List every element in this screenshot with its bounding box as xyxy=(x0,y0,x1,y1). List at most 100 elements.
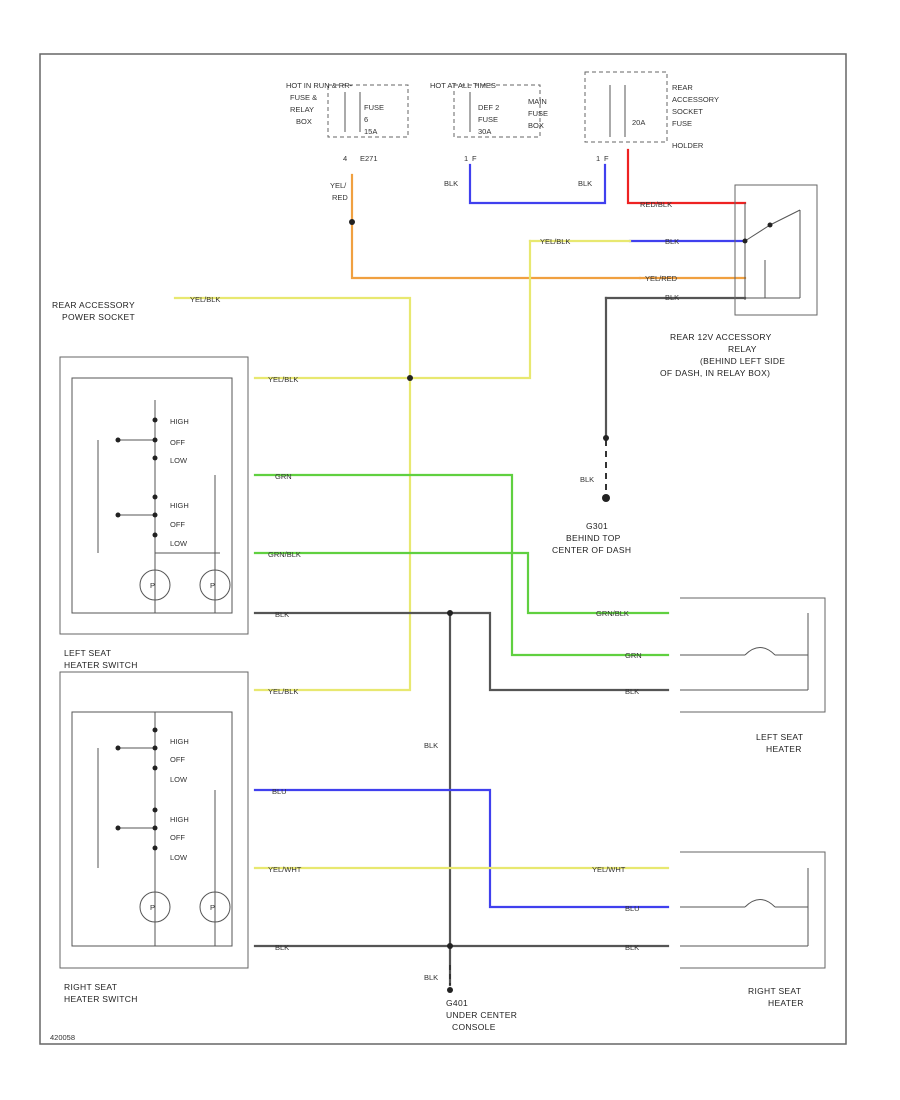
diagram-frame xyxy=(39,53,847,1045)
svg-text:LEFT SEAT: LEFT SEAT xyxy=(756,732,803,742)
svg-text:RELAY: RELAY xyxy=(290,105,314,114)
svg-text:LOW: LOW xyxy=(170,853,188,862)
svg-text:FUSE: FUSE xyxy=(528,109,548,118)
svg-text:OFF: OFF xyxy=(170,520,185,529)
svg-text:REAR: REAR xyxy=(672,83,693,92)
fuse-holder-right: 20A REAR ACCESSORY SOCKET FUSE HOLDER 1 … xyxy=(584,71,719,163)
svg-text:HEATER SWITCH: HEATER SWITCH xyxy=(64,660,138,670)
svg-text:GRN: GRN xyxy=(275,472,292,481)
svg-text:FUSE: FUSE xyxy=(478,115,498,124)
svg-text:HEATER: HEATER xyxy=(766,744,802,754)
svg-text:1: 1 xyxy=(464,154,468,163)
right-seat-heater: RIGHT SEAT HEATER xyxy=(680,851,826,1008)
svg-text:LOW: LOW xyxy=(170,456,188,465)
fuse-box-left: HOT IN RUN & RR- FUSE & RELAY BOX FUSE 6… xyxy=(286,81,409,163)
accessory-relay: REAR 12V ACCESSORY RELAY (BEHIND LEFT SI… xyxy=(660,184,818,378)
svg-text:UNDER CENTER: UNDER CENTER xyxy=(446,1010,517,1020)
svg-text:OFF: OFF xyxy=(170,438,185,447)
svg-text:YEL/: YEL/ xyxy=(330,181,347,190)
svg-text:P: P xyxy=(210,581,215,590)
svg-text:SOCKET: SOCKET xyxy=(672,107,703,116)
svg-text:BLK: BLK xyxy=(424,741,438,750)
svg-text:1: 1 xyxy=(596,154,600,163)
svg-text:6: 6 xyxy=(364,115,368,124)
wire-blu-right xyxy=(253,788,670,909)
ground-g301-icon xyxy=(602,494,610,502)
svg-text:E271: E271 xyxy=(360,154,378,163)
svg-text:OFF: OFF xyxy=(170,833,185,842)
svg-text:BLK: BLK xyxy=(275,943,289,952)
svg-text:20A: 20A xyxy=(632,118,645,127)
hot-at-all-times-label: HOT AT ALL TIMES xyxy=(430,81,496,90)
fuse-box-middle: HOT AT ALL TIMES DEF 2 FUSE 30A MAIN FUS… xyxy=(430,81,548,163)
wire-red-top xyxy=(626,148,747,205)
svg-text:15A: 15A xyxy=(364,127,377,136)
hot-in-run-label: HOT IN RUN & RR- xyxy=(286,81,353,90)
svg-text:YEL/BLK: YEL/BLK xyxy=(190,295,220,304)
svg-text:G401: G401 xyxy=(446,998,468,1008)
svg-text:LOW: LOW xyxy=(170,539,188,548)
svg-text:RED/BLK: RED/BLK xyxy=(640,200,672,209)
svg-text:HEATER SWITCH: HEATER SWITCH xyxy=(64,994,138,1004)
svg-text:4: 4 xyxy=(343,154,347,163)
svg-text:BLK: BLK xyxy=(665,293,679,302)
svg-text:30A: 30A xyxy=(478,127,491,136)
svg-text:OFF: OFF xyxy=(170,755,185,764)
svg-text:RIGHT SEAT: RIGHT SEAT xyxy=(748,986,801,996)
svg-text:YEL/BLK: YEL/BLK xyxy=(268,375,298,384)
svg-text:RED: RED xyxy=(332,193,348,202)
svg-text:HEATER: HEATER xyxy=(768,998,804,1008)
svg-text:GRN/BLK: GRN/BLK xyxy=(596,609,629,618)
svg-text:YEL/BLK: YEL/BLK xyxy=(540,237,570,246)
svg-text:BLU: BLU xyxy=(272,787,287,796)
svg-text:420058: 420058 xyxy=(50,1033,75,1042)
svg-text:P: P xyxy=(150,903,155,912)
svg-text:YEL/WHT: YEL/WHT xyxy=(592,865,626,874)
svg-text:BLK: BLK xyxy=(625,687,639,696)
svg-text:CENTER OF DASH: CENTER OF DASH xyxy=(552,545,631,555)
svg-text:DEF 2: DEF 2 xyxy=(478,103,499,112)
svg-text:HIGH: HIGH xyxy=(170,815,189,824)
svg-text:BLK: BLK xyxy=(625,943,639,952)
svg-text:POWER SOCKET: POWER SOCKET xyxy=(62,312,135,322)
wire-yel-red xyxy=(350,173,642,280)
svg-text:HOLDER: HOLDER xyxy=(672,141,704,150)
svg-text:GRN: GRN xyxy=(625,651,642,660)
svg-text:HIGH: HIGH xyxy=(170,501,189,510)
svg-text:HIGH: HIGH xyxy=(170,417,189,426)
svg-text:HIGH: HIGH xyxy=(170,737,189,746)
wire-blu-top xyxy=(468,163,607,205)
wire-yel-blk-socket xyxy=(173,296,412,692)
svg-text:FUSE &: FUSE & xyxy=(290,93,317,102)
svg-text:BLK: BLK xyxy=(578,179,592,188)
svg-text:OF DASH, IN RELAY BOX): OF DASH, IN RELAY BOX) xyxy=(660,368,770,378)
svg-text:RIGHT SEAT: RIGHT SEAT xyxy=(64,982,117,992)
svg-text:REAR ACCESSORY: REAR ACCESSORY xyxy=(52,300,135,310)
svg-text:YEL/BLK: YEL/BLK xyxy=(268,687,298,696)
svg-text:FUSE: FUSE xyxy=(364,103,384,112)
svg-text:BOX: BOX xyxy=(528,121,544,130)
svg-text:F: F xyxy=(472,154,477,163)
svg-text:CONSOLE: CONSOLE xyxy=(452,1022,496,1032)
svg-text:P: P xyxy=(210,903,215,912)
wire-yel-blk-switch xyxy=(253,239,532,380)
svg-text:BEHIND TOP: BEHIND TOP xyxy=(566,533,621,543)
wire-blk-left-switch xyxy=(253,611,670,692)
svg-text:YEL/RED: YEL/RED xyxy=(645,274,678,283)
svg-text:BLK: BLK xyxy=(275,610,289,619)
svg-text:LOW: LOW xyxy=(170,775,188,784)
left-seat-heater: LEFT SEAT HEATER xyxy=(680,597,826,754)
svg-text:BLK: BLK xyxy=(424,973,438,982)
svg-text:RELAY: RELAY xyxy=(728,344,757,354)
svg-text:BOX: BOX xyxy=(296,117,312,126)
svg-text:ACCESSORY: ACCESSORY xyxy=(672,95,719,104)
svg-text:YEL/WHT: YEL/WHT xyxy=(268,865,302,874)
svg-text:MAIN: MAIN xyxy=(528,97,547,106)
svg-text:G301: G301 xyxy=(586,521,608,531)
wire-grn-blk xyxy=(253,551,670,615)
svg-text:FUSE: FUSE xyxy=(672,119,692,128)
svg-text:LEFT SEAT: LEFT SEAT xyxy=(64,648,111,658)
